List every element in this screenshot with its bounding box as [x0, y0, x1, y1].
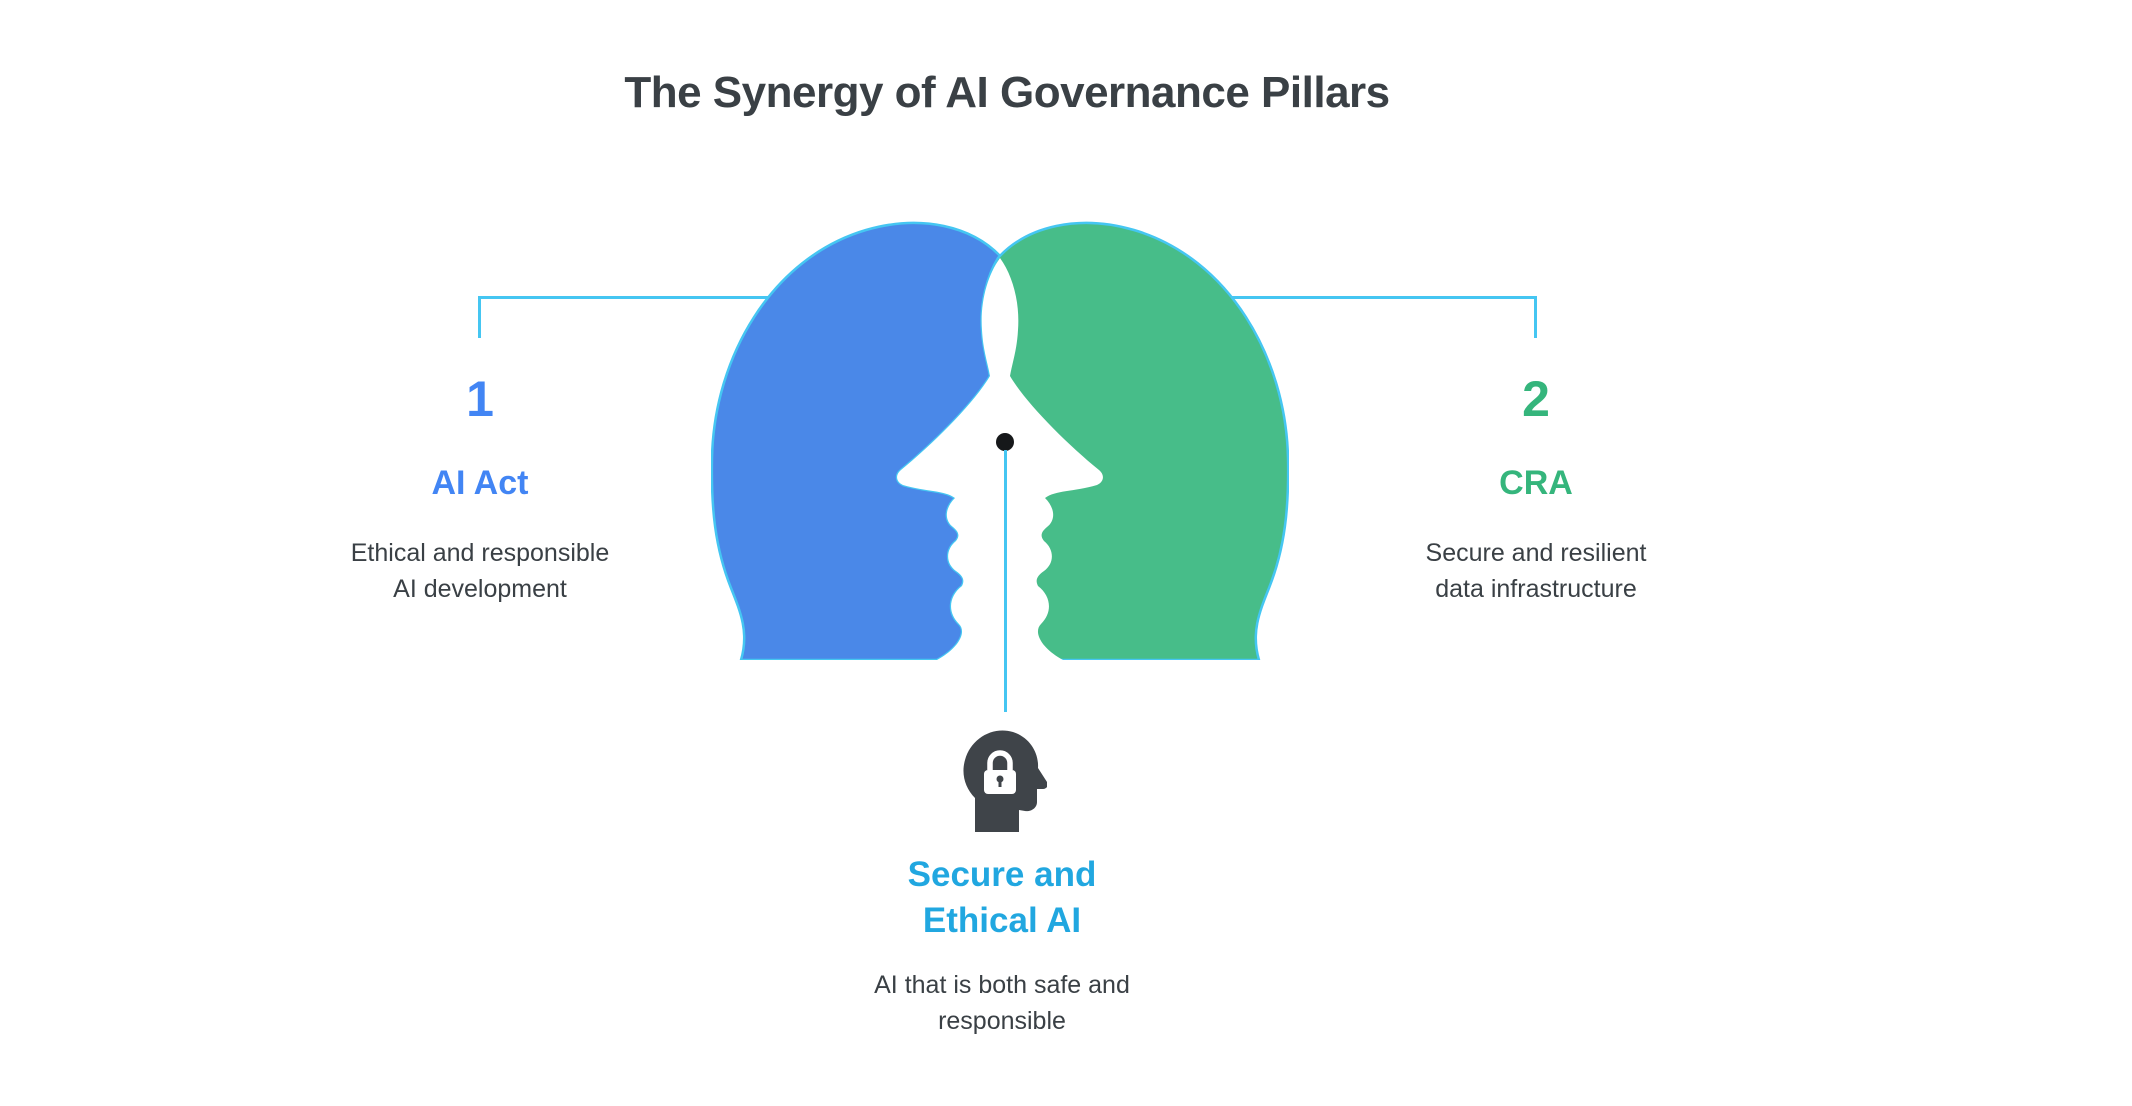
eye-dot [996, 433, 1014, 451]
pillar2-number: 2 [1522, 371, 1550, 427]
white-face-overlap [897, 258, 1103, 660]
icon-keyhole-stem [998, 779, 1002, 787]
page-title: The Synergy of AI Governance Pillars [624, 68, 1390, 117]
connector-line-left-horizontal [478, 296, 998, 299]
pillar1-name: AI Act [431, 464, 529, 502]
pillar2-description: Secure and resilient data infrastructure [1425, 539, 1647, 603]
connector-line-vertical [1004, 450, 1007, 712]
two-heads-graphic [711, 221, 1289, 660]
synergy-description: AI that is both safe and responsible [874, 971, 1130, 1035]
icon-lock-shackle [987, 750, 1013, 770]
pillar2-name: CRA [1499, 464, 1573, 502]
connector-line-right-horizontal [1100, 296, 1537, 299]
pillar1-number: 1 [466, 371, 494, 427]
head-lock-icon [963, 730, 1047, 832]
synergy-title: Secure and Ethical AI [907, 855, 1097, 941]
pillar1-description: Ethical and responsible AI development [350, 539, 610, 603]
connector-line-right-tick [1534, 296, 1537, 338]
connector-line-left-tick [478, 296, 481, 338]
